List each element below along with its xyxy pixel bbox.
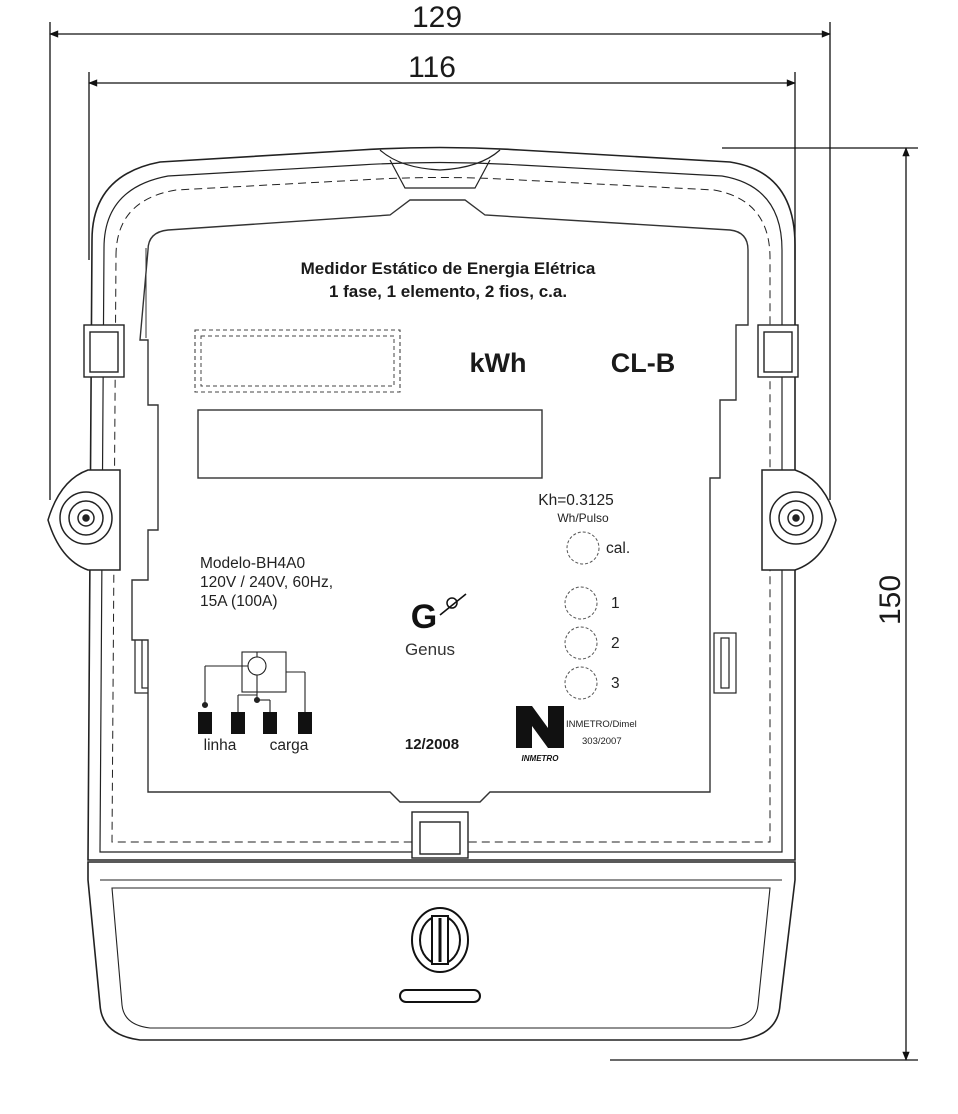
wiring-diagram [201,651,306,712]
model-label: Modelo-BH4A0 [200,555,305,572]
cal-label: cal. [606,540,630,557]
dimension-overall-width [49,22,831,500]
unit-label: kWh [470,348,527,378]
manufacture-date: 12/2008 [405,736,459,753]
mounting-lug-right [761,469,837,571]
dimension-case-width-label: 116 [408,51,456,84]
kh-constant: Kh=0.3125 [538,492,613,509]
terminal-load-label: carga [270,737,309,754]
indicator-led-2 [564,626,598,660]
side-clips [83,324,799,378]
meter-subtitle: 1 fase, 1 elemento, 2 fios, c.a. [329,282,567,301]
lcd-display [197,409,543,479]
inmetro-logo-text: INMETRO [522,754,560,763]
certification-label: INMETRO/Dimel [566,719,637,730]
kh-unit: Wh/Pulso [557,511,609,525]
indicator-2-label: 2 [611,635,620,652]
certification-number: 303/2007 [582,736,622,747]
dimension-case-width [88,72,796,260]
indicator-1-label: 1 [611,595,620,612]
dimension-overall-width-label: 129 [412,1,462,34]
genus-logo-icon: G [411,593,467,636]
indicator-led-1 [564,586,598,620]
dimension-height [610,147,918,1061]
seal-screw-icon [411,907,469,973]
top-seal-clip [411,811,469,859]
display-window-dashed-inner [200,335,395,387]
inmetro-logo-icon [516,706,564,748]
current-label: 15A (100A) [200,593,278,610]
terminal-blocks [198,712,312,734]
indicator-3-label: 3 [611,675,620,692]
voltage-label: 120V / 240V, 60Hz, [200,574,333,591]
mounting-lug-left [47,469,121,571]
cal-led [566,531,600,565]
dimension-height-label: 150 [874,575,907,625]
meter-title: Medidor Estático de Energia Elétrica [301,259,596,278]
brand-name: Genus [405,640,455,659]
indicator-led-3 [564,666,598,700]
terminal-line-label: linha [204,737,237,754]
class-label: CL-B [611,348,675,378]
genus-logo-letter: G [411,598,437,636]
cover-slot [399,989,481,1003]
meter-body [87,146,796,861]
